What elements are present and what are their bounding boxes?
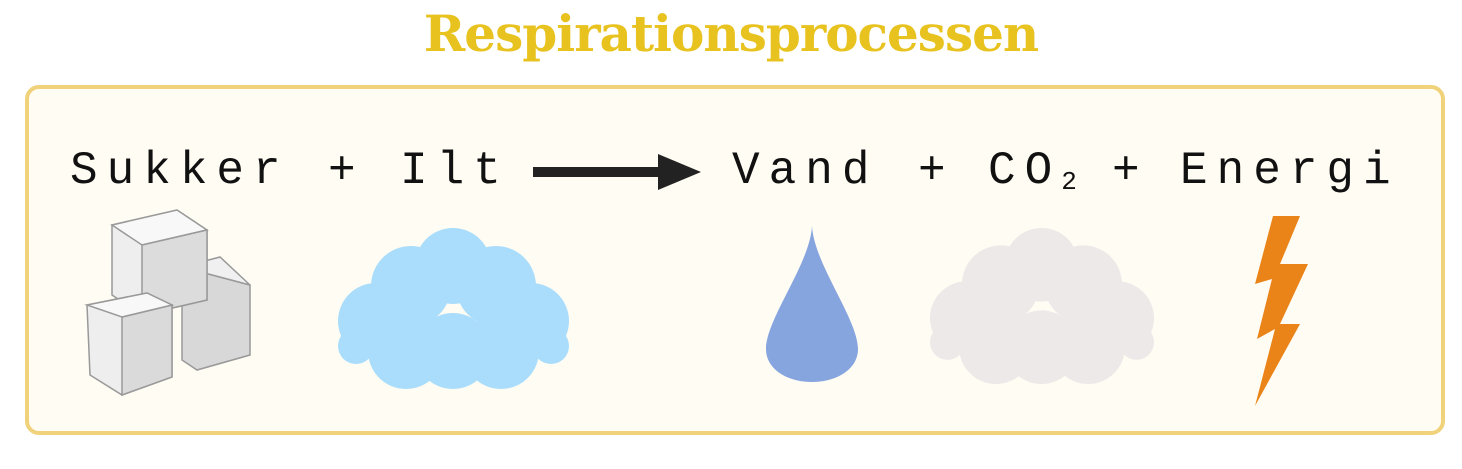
plus-sign: + xyxy=(1112,145,1149,197)
product-energy: Energi xyxy=(1180,145,1400,197)
page-title: Respirationsprocessen xyxy=(423,4,1040,63)
equation-panel xyxy=(25,85,1445,435)
co2-subscript: 2 xyxy=(1061,167,1077,197)
water-drop-icon xyxy=(766,226,858,382)
reactant-oxygen: Ilt xyxy=(400,145,510,197)
co2-cloud-icon xyxy=(930,227,1154,385)
oxygen-cloud-icon xyxy=(338,228,569,389)
sugar-cubes-icon xyxy=(84,209,251,397)
product-co2: CO2 xyxy=(988,143,1077,210)
plus-sign: + xyxy=(918,145,955,197)
product-water: Vand xyxy=(732,145,879,197)
arrow-right-icon xyxy=(533,154,701,190)
co2-text: CO xyxy=(988,145,1062,197)
plus-sign: + xyxy=(328,145,365,197)
lightning-bolt-icon xyxy=(1255,216,1308,406)
reactant-sugar: Sukker xyxy=(70,145,290,197)
